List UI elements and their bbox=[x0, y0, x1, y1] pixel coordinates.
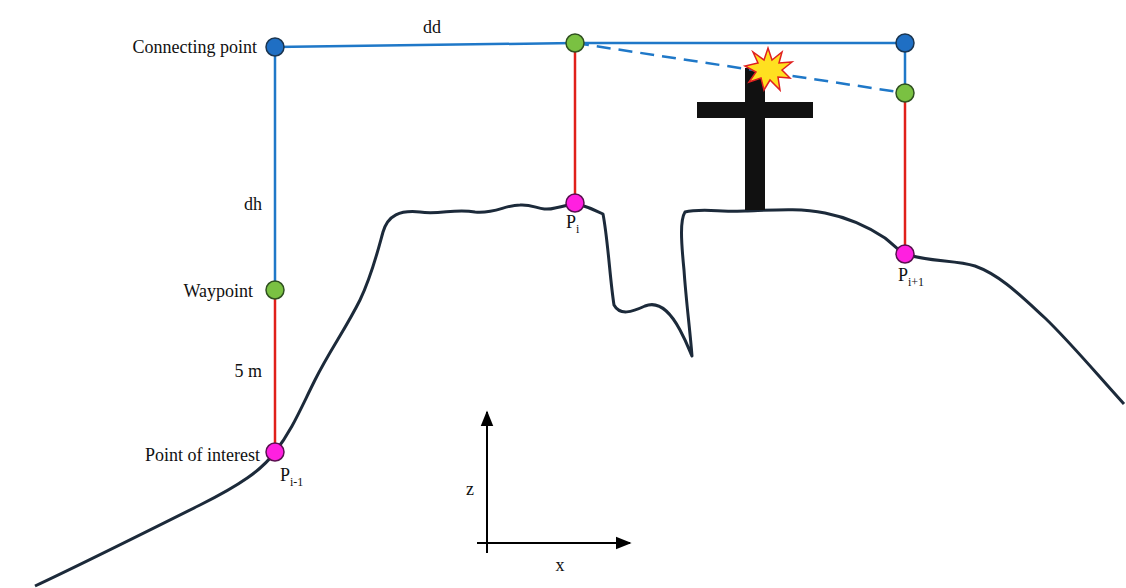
annotation-label: Waypoint bbox=[183, 282, 253, 302]
annotation-label: dh bbox=[244, 195, 262, 215]
cross-obstacle bbox=[745, 68, 765, 210]
annotation-label: z bbox=[466, 480, 474, 500]
terrain-profile bbox=[35, 203, 1124, 586]
annotation-label: Point of interest bbox=[145, 446, 260, 466]
axis-z bbox=[486, 412, 488, 553]
cross-obstacle bbox=[697, 102, 813, 118]
point-of-interest bbox=[266, 443, 284, 461]
point-of-interest bbox=[566, 194, 584, 212]
connecting-point bbox=[266, 38, 284, 56]
offset-line bbox=[904, 93, 907, 254]
annotation-label: 5 m bbox=[234, 362, 262, 382]
point-label: Pi+1 bbox=[898, 266, 924, 289]
collision-burst bbox=[745, 48, 792, 90]
waypoint bbox=[566, 34, 584, 52]
point-label: Pi-1 bbox=[280, 466, 303, 489]
annotation-label: Connecting point bbox=[133, 38, 258, 58]
point-of-interest bbox=[896, 245, 914, 263]
waypoint bbox=[896, 84, 914, 102]
axis-x bbox=[477, 542, 630, 544]
point-label: Pi bbox=[566, 213, 579, 236]
waypoint bbox=[266, 281, 284, 299]
annotation-label: dd bbox=[423, 18, 441, 38]
offset-line bbox=[274, 290, 277, 452]
direct-path bbox=[575, 43, 905, 93]
offset-line bbox=[574, 43, 577, 203]
flight-path bbox=[275, 43, 905, 290]
annotation-label: x bbox=[556, 556, 565, 576]
connecting-point bbox=[896, 34, 914, 52]
